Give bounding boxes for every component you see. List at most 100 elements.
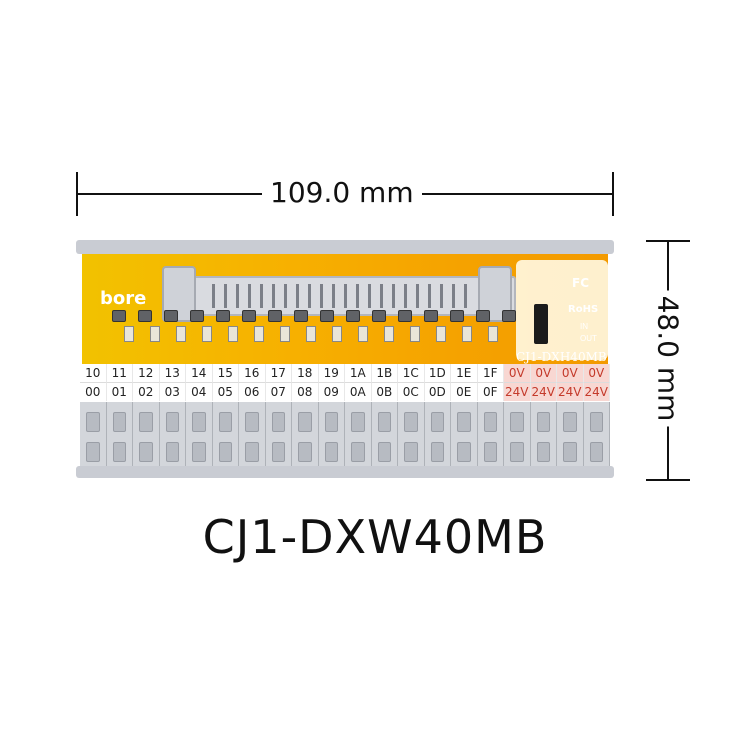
terminal-label-bottom: 04 (186, 382, 213, 401)
terminal-label-top: 17 (265, 364, 292, 382)
terminal-hole (271, 442, 285, 462)
led-indicator (372, 310, 386, 322)
terminal-slot (584, 402, 610, 472)
pcb: bore (82, 254, 608, 364)
terminal-label-bottom: 02 (133, 382, 160, 401)
terminal-hole (86, 412, 100, 432)
power-led-block (534, 304, 548, 344)
terminal-hole (483, 412, 497, 432)
terminal-label-bottom: 00 (80, 382, 107, 401)
terminal-hole (298, 442, 312, 462)
terminal-hole (86, 442, 100, 462)
terminal-label-top: 12 (133, 364, 160, 382)
terminal-label-top: 11 (106, 364, 133, 382)
terminal-board: bore (76, 240, 614, 480)
terminal-slot (504, 402, 531, 472)
resistor (280, 326, 290, 342)
terminal-label-bottom: 0B (371, 382, 398, 401)
led-indicator (450, 310, 464, 322)
terminal-label-top: 0V (557, 364, 584, 382)
led-indicator (190, 310, 204, 322)
terminal-label-top: 19 (318, 364, 345, 382)
terminal-label-bottom: 07 (265, 382, 292, 401)
led-indicator (502, 310, 516, 322)
terminal-hole (589, 442, 603, 462)
terminal-slot (239, 402, 266, 472)
terminal-hole (457, 412, 471, 432)
terminal-hole (245, 442, 259, 462)
resistor (462, 326, 472, 342)
led-indicator (216, 310, 230, 322)
terminal-hole (589, 412, 603, 432)
terminal-hole (377, 412, 391, 432)
terminal-slot (213, 402, 239, 472)
resistor (176, 326, 186, 342)
terminal-label-top: 1A (345, 364, 372, 382)
resistor (384, 326, 394, 342)
terminal-hole (192, 442, 206, 462)
terminal-hole (510, 442, 524, 462)
led-indicator (320, 310, 334, 322)
terminal-slot (478, 402, 504, 472)
terminal-slot (292, 402, 319, 472)
terminal-hole (165, 442, 179, 462)
terminal-hole (324, 412, 338, 432)
terminal-slot (160, 402, 186, 472)
terminal-label-bottom: 09 (318, 382, 345, 401)
terminal-hole (139, 442, 153, 462)
terminal-hole (218, 442, 232, 462)
terminal-slot (266, 402, 292, 472)
din-rail-bottom (76, 466, 614, 478)
terminal-label-top: 1D (424, 364, 451, 382)
resistor (436, 326, 446, 342)
terminal-label-top: 13 (159, 364, 186, 382)
terminal-slot (107, 402, 133, 472)
terminal-hole (536, 442, 550, 462)
terminal-label-bottom: 05 (212, 382, 239, 401)
resistor (332, 326, 342, 342)
resistor (410, 326, 420, 342)
width-dim-label: 109.0 mm (262, 176, 422, 209)
pcb-model-label: CJ1-DXH40MB (516, 350, 607, 364)
terminal-slot (557, 402, 584, 472)
terminal-hole (430, 442, 444, 462)
terminal-hole (457, 442, 471, 462)
terminal-label-top: 1F (477, 364, 504, 382)
led-indicator (242, 310, 256, 322)
led-indicator (398, 310, 412, 322)
terminal-label-top: 0V (583, 364, 610, 382)
terminal-hole (404, 442, 418, 462)
din-rail-top (76, 240, 614, 254)
terminal-label-bottom: 24V (504, 382, 531, 401)
terminal-slot (372, 402, 398, 472)
terminal-slot (80, 402, 107, 472)
brand-logo: bore (100, 288, 147, 309)
terminal-label-bottom: 0F (477, 382, 504, 401)
terminal-label-bottom: 0E (451, 382, 478, 401)
terminal-slot (186, 402, 213, 472)
led-indicator (164, 310, 178, 322)
terminal-label-bottom: 24V (530, 382, 557, 401)
terminal-label-bottom: 08 (292, 382, 319, 401)
terminal-hole (271, 412, 285, 432)
terminal-slot (319, 402, 345, 472)
terminal-label-bottom: 0A (345, 382, 372, 401)
terminal-slot (345, 402, 372, 472)
terminal-label-top: 14 (186, 364, 213, 382)
terminal-hole (351, 412, 365, 432)
resistor (254, 326, 264, 342)
terminal-label-bottom: 01 (106, 382, 133, 401)
terminal-slot (398, 402, 425, 472)
